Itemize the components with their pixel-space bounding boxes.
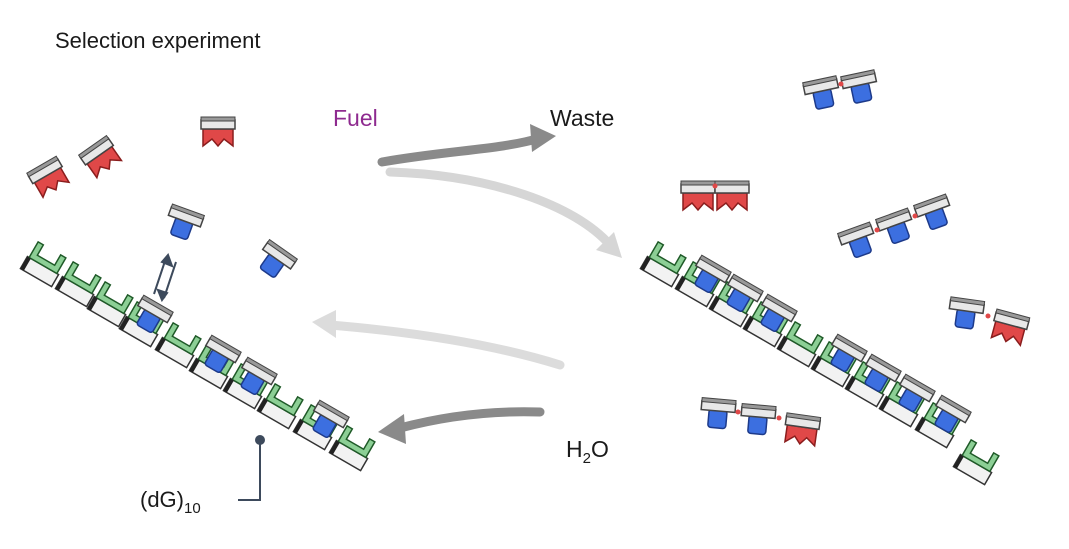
blue-red-dimer [946, 296, 1031, 347]
water-tail: O [590, 436, 609, 462]
blue-dimer [801, 68, 881, 112]
template-main: (dG) [140, 487, 184, 512]
water-label: H2O [566, 436, 609, 466]
water-main: H [566, 436, 583, 462]
blue-trimer [836, 193, 957, 262]
water-sub: 2 [582, 450, 591, 467]
red-dimer [680, 180, 750, 211]
mixed-trimer [698, 396, 822, 447]
water-arrow [378, 407, 545, 444]
back-arrow [312, 310, 565, 370]
right-free-oligomers [680, 68, 1031, 447]
template-pointer [238, 435, 265, 501]
diagram-title: Selection experiment [55, 28, 261, 53]
fuel-label: Fuel [333, 105, 378, 131]
fuel-to-waste-arrow [377, 124, 556, 167]
waste-label: Waste [550, 105, 615, 131]
left-free-monomers [26, 116, 299, 284]
right-template-strand [639, 240, 1002, 486]
template-sub: 10 [184, 500, 201, 517]
equilibrium-arrow [153, 253, 177, 303]
template-label: (dG)10 [140, 487, 201, 516]
forward-arrow [385, 167, 622, 258]
